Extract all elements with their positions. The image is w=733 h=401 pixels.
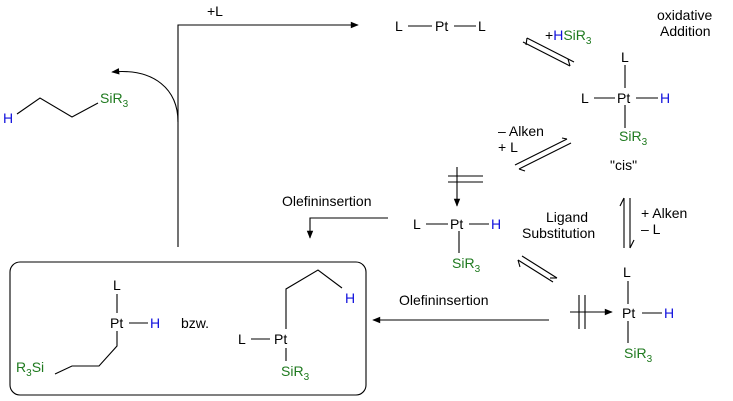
svg-text:Pt: Pt [622, 305, 635, 321]
complex-3-coord-1: L Pt H SiR3 [413, 216, 501, 275]
svg-text:SiR3: SiR3 [281, 363, 310, 383]
svg-text:SiR3: SiR3 [452, 255, 481, 275]
svg-text:SiR3: SiR3 [619, 128, 648, 148]
svg-text:H: H [491, 216, 501, 232]
label-bzw: bzw. [181, 315, 209, 331]
svg-text:L: L [113, 277, 121, 293]
insertion-arrow-1 [306, 217, 388, 239]
svg-text:L: L [623, 264, 631, 280]
reagent-hsir3: +HSiR3 [545, 27, 592, 47]
label-ligand: Ligand [546, 209, 588, 225]
complex-ptl2: L Pt L [395, 18, 486, 34]
reagent-plus-l: +L [207, 3, 223, 19]
products-box [9, 261, 367, 396]
svg-text:Pt: Pt [435, 18, 448, 34]
reagent-plus-alken: + Alken [641, 205, 687, 221]
svg-text:L: L [581, 90, 589, 106]
ligand-entry-arrow [177, 21, 359, 247]
complex-3-coord-2: L Pt H SiR3 [622, 264, 674, 365]
label-cis: "cis" [610, 157, 637, 173]
svg-text:SiR3: SiR3 [624, 345, 653, 365]
equilibrium-arrow-3 [619, 197, 635, 249]
svg-text:L: L [621, 49, 629, 65]
svg-text:Pt: Pt [450, 216, 463, 232]
label-olefininsertion-1: Olefininsertion [282, 193, 372, 209]
equilibrium-arrow-4 [517, 255, 558, 283]
svg-text:L: L [478, 18, 486, 34]
atom-h: H [3, 110, 13, 126]
svg-text:H: H [664, 305, 674, 321]
svg-text:L: L [238, 331, 246, 347]
reagent-minus-alken: – Alken [498, 123, 544, 139]
svg-text:H: H [660, 90, 670, 106]
svg-text:Pt: Pt [617, 90, 630, 106]
alkene-approach-1 [448, 167, 483, 207]
svg-text:H: H [150, 315, 160, 331]
product-alkylsilane: H SiR3 [3, 90, 129, 126]
equilibrium-arrow-2 [514, 137, 572, 172]
alkene-approach-2 [570, 295, 613, 329]
svg-text:L: L [395, 18, 403, 34]
label-substitution: Substitution [522, 225, 595, 241]
insertion-product-2: L Pt H SiR3 [238, 269, 355, 383]
equilibrium-arrow-1 [522, 37, 575, 67]
svg-text:L: L [413, 216, 421, 232]
release-arrow [111, 68, 179, 123]
svg-text:R3Si: R3Si [16, 359, 44, 379]
silyl-group: SiR3 [100, 90, 129, 110]
complex-cis-hydrido-silyl: L L Pt H SiR3 [581, 49, 670, 148]
label-olefininsertion-2: Olefininsertion [399, 292, 489, 308]
svg-text:Pt: Pt [110, 315, 123, 331]
svg-text:Pt: Pt [274, 331, 287, 347]
svg-text:H: H [345, 290, 355, 306]
reagent-minus-l: – L [641, 221, 661, 237]
insertion-product-1: L Pt H R3Si [16, 277, 160, 379]
reagent-plus-l-2: + L [498, 139, 518, 155]
label-addition: Addition [660, 23, 711, 39]
label-oxidative: oxidative [657, 7, 712, 23]
